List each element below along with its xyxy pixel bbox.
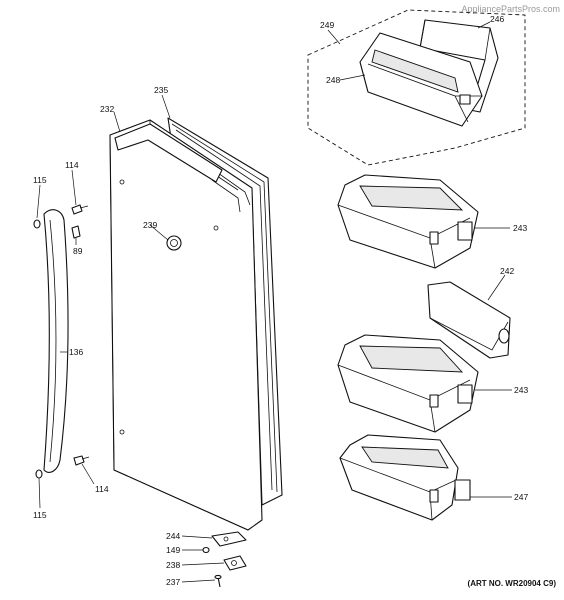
part-244-hinge bbox=[211, 531, 247, 547]
callout-247: 247 bbox=[514, 492, 528, 502]
part-239-cap bbox=[166, 235, 182, 251]
part-232-door bbox=[109, 119, 263, 531]
callout-149: 149 bbox=[166, 545, 180, 555]
part-243-bin-bottom bbox=[337, 334, 479, 433]
part-149-pin bbox=[202, 546, 210, 554]
part-247-bin bbox=[339, 434, 471, 521]
callout-237: 237 bbox=[166, 577, 180, 587]
part-242-small-bin bbox=[427, 281, 511, 359]
callout-238: 238 bbox=[166, 560, 180, 570]
assembly-dashed-outline bbox=[307, 9, 526, 166]
part-89-bushing bbox=[71, 225, 81, 239]
callout-235: 235 bbox=[154, 85, 168, 95]
part-238-bearing bbox=[223, 555, 247, 571]
callout-115-top: 115 bbox=[33, 175, 47, 185]
callout-248: 248 bbox=[326, 75, 340, 85]
callout-114-bottom: 114 bbox=[95, 484, 109, 494]
leader-lines bbox=[36, 21, 512, 583]
part-248-tray bbox=[359, 32, 483, 127]
callout-249: 249 bbox=[320, 20, 334, 30]
callout-239: 239 bbox=[143, 220, 157, 230]
callout-136: 136 bbox=[69, 347, 83, 357]
part-136-handle bbox=[43, 209, 69, 473]
callout-244: 244 bbox=[166, 531, 180, 541]
callout-243-bottom: 243 bbox=[514, 385, 528, 395]
part-243-bin-top bbox=[337, 174, 479, 269]
art-number: (ART NO. WR20904 C9) bbox=[468, 579, 557, 588]
callout-246: 246 bbox=[490, 14, 504, 24]
part-114-screw-top bbox=[71, 204, 89, 215]
callout-115-bottom: 115 bbox=[33, 510, 47, 520]
part-114-screw-bottom bbox=[73, 455, 90, 466]
callout-232: 232 bbox=[100, 104, 114, 114]
part-115-plug-top bbox=[33, 219, 41, 229]
callout-242: 242 bbox=[500, 266, 514, 276]
part-237-screw bbox=[214, 574, 222, 588]
callout-243-top: 243 bbox=[513, 223, 527, 233]
bin-assembly-group bbox=[307, 9, 526, 166]
callout-114-top: 114 bbox=[65, 160, 79, 170]
part-115-plug-bottom bbox=[35, 469, 43, 479]
callout-labels: 249 246 248 235 232 114 115 89 239 243 2… bbox=[33, 14, 528, 587]
callout-89: 89 bbox=[73, 246, 83, 256]
watermark: AppliancePartsPros.com bbox=[461, 4, 560, 14]
